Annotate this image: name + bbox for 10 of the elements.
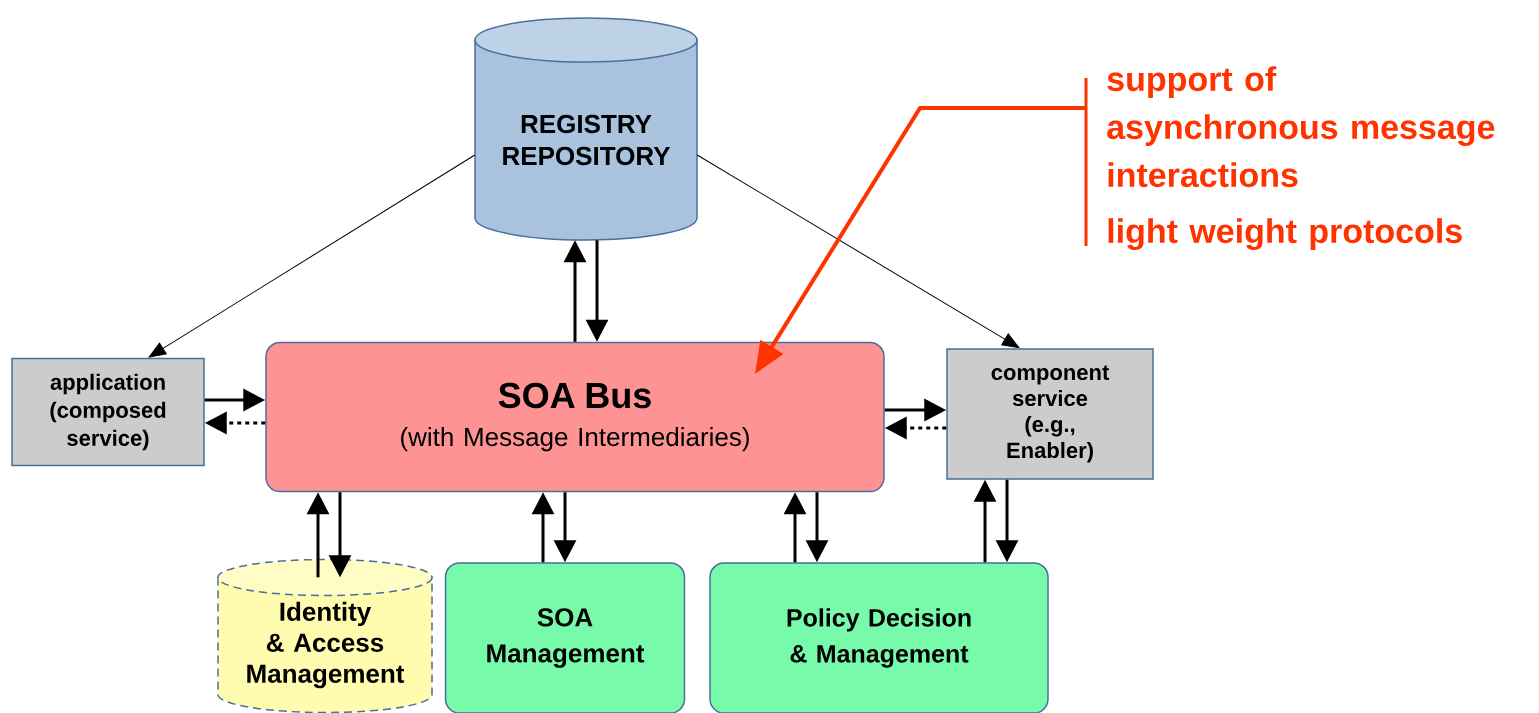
database-cylinder: Identity & Access Management xyxy=(217,558,433,713)
arrow xyxy=(696,154,1020,349)
bus-box: SOA Bus (with Message Intermediaries) xyxy=(265,341,885,493)
component-box: component service (e.g., Enabler) xyxy=(946,348,1154,480)
registry-cylinder: REGISTRY REPOSITORY xyxy=(474,17,698,241)
callout-text: support of asynchronous message interactions light weight protocols xyxy=(1084,66,1495,251)
management-box: SOA Management xyxy=(444,562,686,713)
application-box: application (composed service) xyxy=(11,357,205,467)
policy-box: Policy Decision & Management xyxy=(709,562,1049,713)
arrow xyxy=(148,154,476,358)
